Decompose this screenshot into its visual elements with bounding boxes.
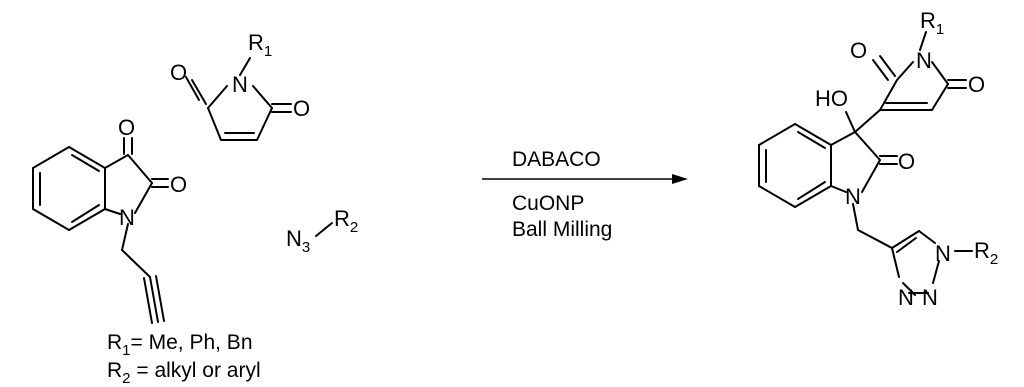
substituent-legend: R1= Me, Ph, Bn R2 = alkyl or aryl xyxy=(107,331,261,387)
isatin-oxygen-2: O xyxy=(170,172,187,197)
isatin-structure: O O N xyxy=(32,115,187,324)
product-r1-label: R1 xyxy=(920,8,944,38)
product-triazole-n1: N xyxy=(935,241,951,266)
maleimide-oxygen-left: O xyxy=(170,60,187,85)
arrow-head xyxy=(672,174,688,184)
azide-r2-label: R2 xyxy=(334,206,358,236)
isatin-oxygen-3: O xyxy=(118,115,135,140)
maleimide-nitrogen: N xyxy=(232,72,248,97)
product-maleimide-oxygen-left: O xyxy=(850,38,867,63)
maleimide-r1-label: R1 xyxy=(248,30,272,60)
product-triazole-n2: N xyxy=(922,285,938,310)
product-structure: HO O N O N O R1 N N N R2 xyxy=(758,8,998,310)
maleimide-oxygen-right: O xyxy=(293,96,310,121)
product-oxindole-oxygen: O xyxy=(898,149,915,174)
azide-structure: N3 R2 xyxy=(286,206,358,256)
product-maleimide-nitrogen: N xyxy=(916,48,932,73)
condition-reagent: CuONP xyxy=(512,192,584,215)
product-oxindole-nitrogen: N xyxy=(845,184,861,209)
reaction-arrow-group: DABACO CuONP Ball Milling xyxy=(482,148,688,241)
condition-catalyst: DABACO xyxy=(512,148,601,171)
azide-n3-label: N3 xyxy=(286,226,310,256)
product-r2-label: R2 xyxy=(974,238,998,268)
maleimide-structure: O N O R1 xyxy=(170,30,310,141)
isatin-nitrogen: N xyxy=(119,205,135,230)
legend-r2: R2 = alkyl or aryl xyxy=(107,359,261,387)
product-hydroxyl: HO xyxy=(815,86,848,111)
product-maleimide-oxygen-right: O xyxy=(968,72,985,97)
legend-r1: R1= Me, Ph, Bn xyxy=(107,331,253,359)
condition-method: Ball Milling xyxy=(512,218,612,241)
product-triazole-n3: N xyxy=(898,285,914,310)
